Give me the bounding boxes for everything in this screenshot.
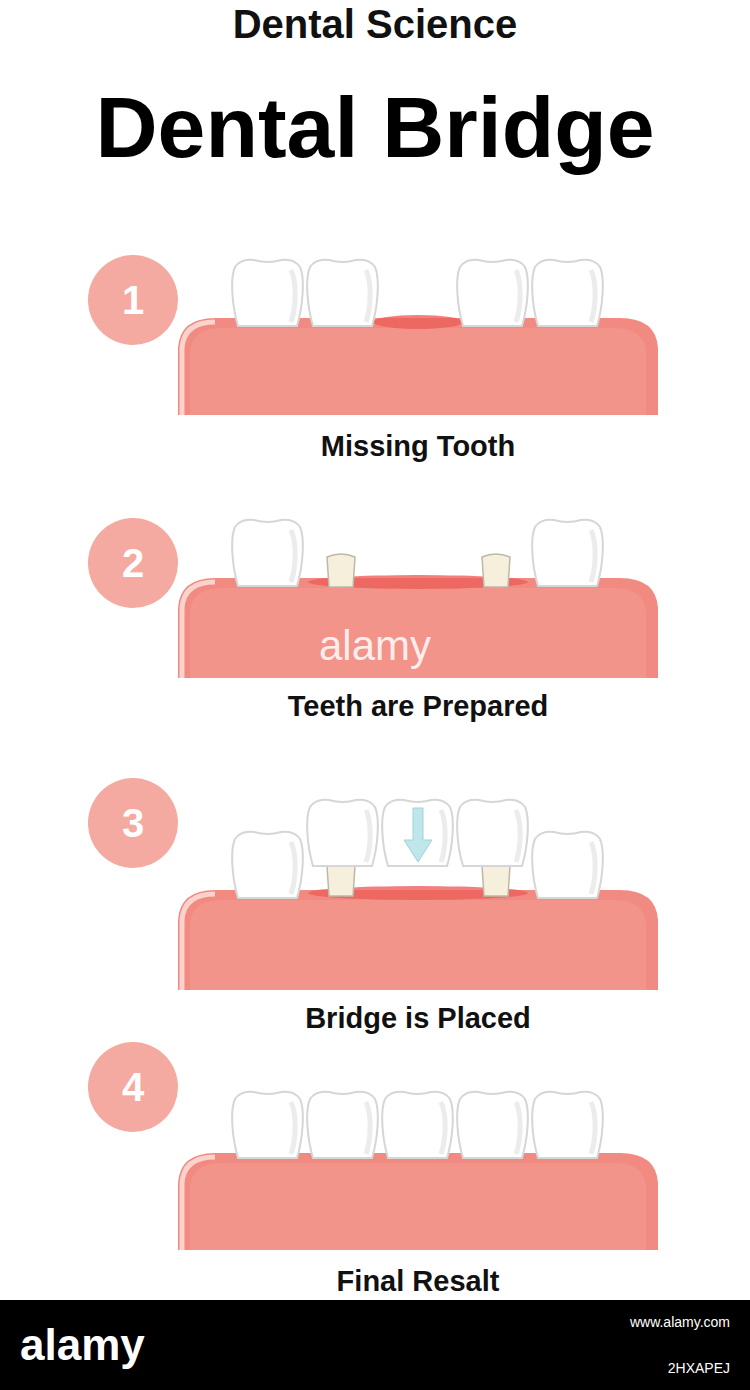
tooth: [532, 1092, 603, 1158]
step-number: 4: [88, 1042, 178, 1132]
gap-gum: [373, 315, 463, 329]
tooth: [532, 832, 603, 898]
tooth: [532, 260, 603, 326]
tooth: [382, 1092, 453, 1158]
placement-arrow: [404, 808, 432, 862]
step-number: 1: [88, 255, 178, 345]
tooth: [307, 800, 378, 866]
callout-number: 4: [122, 1065, 144, 1110]
watermark: alamy: [319, 622, 431, 670]
gum: [178, 1153, 658, 1250]
title: Dental Bridge: [95, 78, 654, 177]
step-number: 3: [88, 778, 178, 868]
prepared-tooth: [327, 863, 355, 896]
gum: [178, 318, 658, 415]
prepared-tooth: [482, 554, 510, 587]
tooth: [382, 800, 453, 866]
tooth: [307, 1092, 378, 1158]
tooth: [232, 520, 303, 586]
step-caption: Missing Tooth: [321, 430, 515, 463]
tooth: [532, 520, 603, 586]
callout-number: 3: [122, 801, 144, 846]
subtitle: Dental Science: [233, 2, 518, 47]
tooth: [232, 832, 303, 898]
prepared-tooth: [482, 863, 510, 896]
tooth: [232, 260, 303, 326]
watermark: www.alamy.com: [630, 1314, 730, 1330]
tooth: [232, 1092, 303, 1158]
step-caption: Bridge is Placed: [305, 1002, 531, 1035]
watermark: alamy: [20, 1320, 145, 1370]
prepared-tooth: [327, 554, 355, 587]
tooth: [457, 260, 528, 326]
tooth: [457, 1092, 528, 1158]
step-number: 2: [88, 518, 178, 608]
callout-number: 2: [122, 541, 144, 586]
image-id: 2HXAPEJ: [668, 1360, 730, 1376]
footer-bar: [0, 1300, 750, 1390]
callout-number: 1: [122, 278, 144, 323]
tooth: [457, 800, 528, 866]
step-caption: Final Resalt: [337, 1265, 500, 1298]
step-caption: Teeth are Prepared: [288, 690, 549, 723]
tooth: [307, 260, 378, 326]
gum: [178, 890, 658, 990]
gum: [178, 578, 658, 678]
